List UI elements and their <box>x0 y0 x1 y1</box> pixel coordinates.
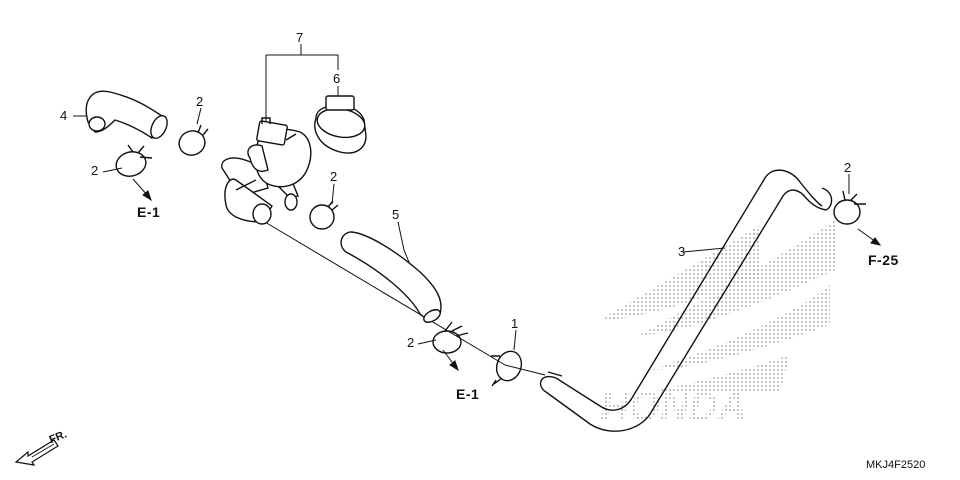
callout-6: 6 <box>333 71 341 86</box>
clamp-2-left <box>115 144 153 177</box>
clamp-2-lower <box>432 321 469 354</box>
front-arrow-icon <box>14 439 59 466</box>
part-6-holder-band <box>314 95 367 154</box>
ref-e1-bottom[interactable]: E-1 <box>456 386 480 402</box>
clamp-2-upper <box>178 124 209 156</box>
diagram-code: MKJ4F2520 <box>866 459 926 471</box>
part-4-elbow-hose <box>85 90 168 140</box>
ref-e1-top[interactable]: E-1 <box>137 204 161 220</box>
part-7-control-valve <box>221 117 312 225</box>
callout-2-left: 2 <box>91 163 99 178</box>
callout-7: 7 <box>296 30 304 45</box>
arrow-e1-top-icon <box>142 190 152 202</box>
part-5-hose <box>340 231 442 323</box>
honda-watermark-text: HONDA <box>600 385 747 429</box>
arrow-f25-icon <box>870 237 882 246</box>
callout-2-right: 2 <box>844 160 852 175</box>
arrow-e1-bottom-icon <box>449 360 459 372</box>
ref-f25[interactable]: F-25 <box>868 252 899 268</box>
callout-5: 5 <box>392 207 400 222</box>
callout-1: 1 <box>511 316 519 331</box>
leader-lines <box>73 44 850 376</box>
clamp-2-right <box>833 190 866 225</box>
clamp-2-middle <box>309 200 339 230</box>
honda-wing-logo <box>600 220 835 392</box>
callout-2-lower: 2 <box>407 335 415 350</box>
callout-3: 3 <box>678 244 686 259</box>
clamps <box>115 124 866 387</box>
callout-2-upper: 2 <box>196 94 204 109</box>
callout-4: 4 <box>60 108 68 123</box>
clamp-1 <box>491 350 523 387</box>
part-3-long-hose <box>539 169 833 432</box>
callout-2-middle: 2 <box>330 169 338 184</box>
